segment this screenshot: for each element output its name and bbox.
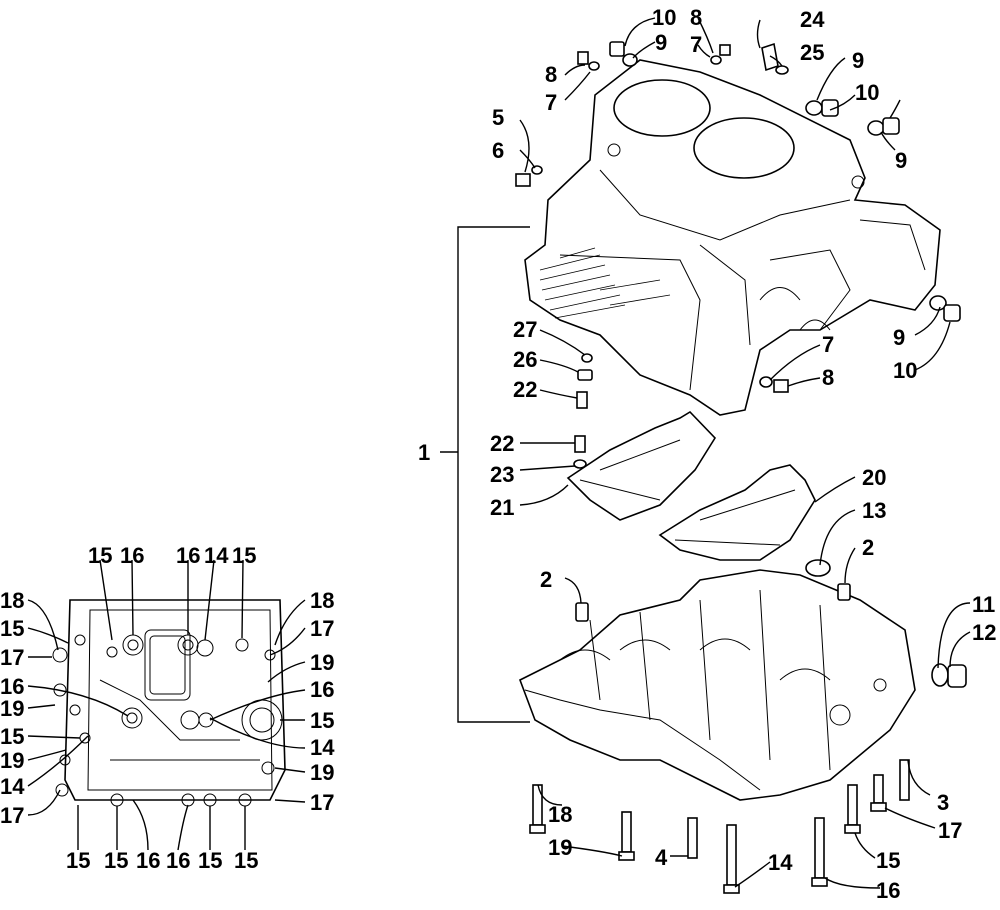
callout-24: 24 xyxy=(800,7,825,32)
inset-callout-17-right-b: 17 xyxy=(310,790,334,815)
callout-2-right: 2 xyxy=(862,535,874,560)
callout-9-side: 9 xyxy=(893,325,905,350)
callout-25: 25 xyxy=(800,40,824,65)
callout-14: 14 xyxy=(768,850,793,875)
inset-callout-15-left-a: 15 xyxy=(0,616,24,641)
inset-callout-17-right-a: 17 xyxy=(310,616,334,641)
inset-callout-15-top-b: 15 xyxy=(232,543,256,568)
callout-8-top: 8 xyxy=(690,5,702,30)
callout-16: 16 xyxy=(876,878,900,903)
callout-9-right: 9 xyxy=(852,48,864,73)
callout-18: 18 xyxy=(548,802,572,827)
small-parts xyxy=(515,41,967,894)
callout-26: 26 xyxy=(513,347,537,372)
callout-5: 5 xyxy=(492,105,504,130)
leader-lines xyxy=(27,17,971,889)
inset-callout-15-bottom-c: 15 xyxy=(198,848,222,873)
callout-8-lower: 8 xyxy=(822,365,834,390)
inset-callout-17-left-b: 17 xyxy=(0,803,24,828)
gasket-20 xyxy=(658,464,816,561)
upper-crankcase xyxy=(524,59,941,416)
callout-8-left: 8 xyxy=(545,62,557,87)
inset-callout-19-right-b: 19 xyxy=(310,760,334,785)
callout-17: 17 xyxy=(938,818,962,843)
callout-22-plate: 22 xyxy=(490,431,514,456)
callout-2-left: 2 xyxy=(540,567,552,592)
inset-callout-16-bottom-a: 16 xyxy=(136,848,160,873)
callout-7-top: 7 xyxy=(690,32,702,57)
callout-11: 11 xyxy=(972,592,995,617)
inset-callout-16-bottom-b: 16 xyxy=(166,848,190,873)
inset-callout-16-right: 16 xyxy=(310,677,334,702)
callout-19: 19 xyxy=(548,835,572,860)
inset-callout-14-left: 14 xyxy=(0,774,25,799)
callout-21: 21 xyxy=(490,495,514,520)
callout-20: 20 xyxy=(862,465,886,490)
inset-callout-16-top-a: 16 xyxy=(120,543,144,568)
inset-callout-14-right: 14 xyxy=(310,735,335,760)
callout-27: 27 xyxy=(513,317,537,342)
callout-4: 4 xyxy=(655,845,668,870)
inset-callout-19-left-a: 19 xyxy=(0,696,24,721)
callout-labels: 10 9 8 7 24 25 8 7 9 10 9 5 6 9 10 27 26… xyxy=(0,5,996,903)
inset-callout-15-left-b: 15 xyxy=(0,724,24,749)
inset-callout-19-right-a: 19 xyxy=(310,650,334,675)
callout-9-top-left: 9 xyxy=(655,30,667,55)
callout-9-right-low: 9 xyxy=(895,148,907,173)
inset-callout-19-left-b: 19 xyxy=(0,748,24,773)
callout-22-upper: 22 xyxy=(513,377,537,402)
inset-callout-15-right: 15 xyxy=(310,708,334,733)
inset-callout-17-left-a: 17 xyxy=(0,645,24,670)
callout-7-lower: 7 xyxy=(822,332,834,357)
callout-10-right: 10 xyxy=(855,80,879,105)
callout-12: 12 xyxy=(972,620,996,645)
crankcase-bottom-view xyxy=(52,599,286,807)
callout-13: 13 xyxy=(862,498,886,523)
inset-callout-16-top-b: 16 xyxy=(176,543,200,568)
inset-callout-18-right: 18 xyxy=(310,588,334,613)
baffle-plate-21 xyxy=(566,410,717,521)
callout-23: 23 xyxy=(490,462,514,487)
callout-15: 15 xyxy=(876,848,900,873)
callout-10-side: 10 xyxy=(893,358,917,383)
inset-callout-14-top: 14 xyxy=(204,543,229,568)
lower-crankcase xyxy=(518,569,916,801)
callout-10-top-left: 10 xyxy=(652,5,676,30)
callout-3: 3 xyxy=(937,790,949,815)
inset-callout-18-left: 18 xyxy=(0,588,24,613)
inset-callout-15-bottom-b: 15 xyxy=(104,848,128,873)
callout-1: 1 xyxy=(418,440,430,465)
inset-callout-15-bottom-d: 15 xyxy=(234,848,258,873)
inset-callout-15-bottom-a: 15 xyxy=(66,848,90,873)
inset-callout-15-top-a: 15 xyxy=(88,543,112,568)
callout-6: 6 xyxy=(492,138,504,163)
callout-7-left: 7 xyxy=(545,90,557,115)
inset-callout-16-left: 16 xyxy=(0,674,24,699)
